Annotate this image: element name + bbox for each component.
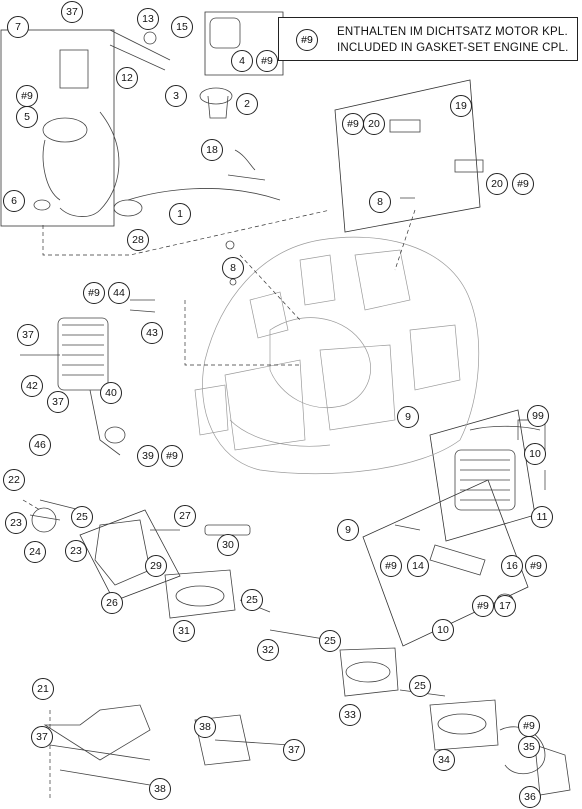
callout-35[interactable]: 35	[518, 736, 540, 758]
note-text-english: INCLUDED IN GASKET-SET ENGINE CPL.	[337, 42, 569, 54]
callout-25[interactable]: 25	[241, 589, 263, 611]
callout-3[interactable]: 3	[165, 85, 187, 107]
group-frame-left-mid	[79, 509, 181, 602]
callout-32[interactable]: 32	[257, 639, 279, 661]
callout-19[interactable]: 19	[450, 95, 472, 117]
callout-13[interactable]: 13	[137, 8, 159, 30]
callout-2[interactable]: 2	[236, 93, 258, 115]
callout-38[interactable]: 38	[149, 778, 171, 800]
callout-43[interactable]: 43	[141, 322, 163, 344]
callout-40[interactable]: 40	[100, 382, 122, 404]
group-frame-left-top	[0, 29, 115, 227]
callout-25[interactable]: 25	[71, 506, 93, 528]
callout-1[interactable]: 1	[169, 203, 191, 225]
callout-18[interactable]: 18	[201, 139, 223, 161]
callout-26[interactable]: 26	[101, 592, 123, 614]
callout-46[interactable]: 46	[29, 434, 51, 456]
callout-39[interactable]: 39	[137, 445, 159, 467]
group-frame-upper-right	[334, 79, 481, 233]
callout-99[interactable]: 99	[527, 405, 549, 427]
callout-37[interactable]: 37	[61, 1, 83, 23]
callout-7[interactable]: 7	[7, 16, 29, 38]
callout-14[interactable]: 14	[407, 555, 429, 577]
callout-37[interactable]: 37	[31, 726, 53, 748]
callout-44[interactable]: 44	[108, 282, 130, 304]
callout-20[interactable]: 20	[486, 173, 508, 195]
callout-42[interactable]: 42	[21, 375, 43, 397]
callout-23[interactable]: 23	[5, 512, 27, 534]
callout-25[interactable]: 25	[319, 630, 341, 652]
callout-4[interactable]: 4	[231, 50, 253, 72]
callout-37[interactable]: 37	[47, 391, 69, 413]
group-frame-right-mid	[429, 409, 536, 542]
callout-hash-9[interactable]: #9	[472, 595, 494, 617]
callout-23[interactable]: 23	[65, 540, 87, 562]
gasket-set-note: #9 ENTHALTEN IM DICHTSATZ MOTOR KPL. INC…	[278, 17, 578, 61]
callout-30[interactable]: 30	[217, 534, 239, 556]
callout-hash-9[interactable]: #9	[83, 282, 105, 304]
callout-11[interactable]: 11	[531, 506, 553, 528]
callout-20[interactable]: 20	[363, 113, 385, 135]
callout-9[interactable]: 9	[337, 519, 359, 541]
part-sketches	[20, 17, 571, 796]
callout-17[interactable]: 17	[494, 595, 516, 617]
callout-27[interactable]: 27	[174, 505, 196, 527]
callout-hash-9[interactable]: #9	[380, 555, 402, 577]
callout-25[interactable]: 25	[409, 675, 431, 697]
callout-9[interactable]: 9	[397, 406, 419, 428]
callout-28[interactable]: 28	[127, 229, 149, 251]
note-text-german: ENTHALTEN IM DICHTSATZ MOTOR KPL.	[337, 26, 568, 38]
callout-hash-9[interactable]: #9	[512, 173, 534, 195]
callout-31[interactable]: 31	[173, 620, 195, 642]
leader-lines	[400, 197, 546, 490]
callout-24[interactable]: 24	[24, 541, 46, 563]
callout-38[interactable]: 38	[194, 716, 216, 738]
callout-37[interactable]: 37	[283, 739, 305, 761]
callout-22[interactable]: 22	[3, 469, 25, 491]
callout-15[interactable]: 15	[171, 16, 193, 38]
callout-12[interactable]: 12	[116, 67, 138, 89]
callout-36[interactable]: 36	[519, 786, 541, 808]
callout-6[interactable]: 6	[3, 190, 25, 212]
callout-16[interactable]: 16	[501, 555, 523, 577]
callout-10[interactable]: 10	[524, 443, 546, 465]
callout-33[interactable]: 33	[339, 704, 361, 726]
callout-37[interactable]: 37	[17, 324, 39, 346]
callout-hash-9[interactable]: #9	[16, 85, 38, 107]
callout-29[interactable]: 29	[145, 555, 167, 577]
group-frame-right-lower	[362, 479, 529, 647]
callout-hash-9[interactable]: #9	[161, 445, 183, 467]
callout-5[interactable]: 5	[16, 106, 38, 128]
callout-8[interactable]: 8	[222, 257, 244, 279]
callout-34[interactable]: 34	[433, 749, 455, 771]
callout-hash-9[interactable]: #9	[525, 555, 547, 577]
note-reference-badge: #9	[296, 29, 318, 51]
callout-10[interactable]: 10	[432, 619, 454, 641]
group-frame-top-center	[204, 11, 284, 76]
callout-hash-9[interactable]: #9	[342, 113, 364, 135]
callout-hash-9[interactable]: #9	[256, 50, 278, 72]
callout-hash-9[interactable]: #9	[518, 715, 540, 737]
callout-21[interactable]: 21	[32, 678, 54, 700]
leader-lines-dashed	[22, 209, 416, 800]
callout-8[interactable]: 8	[369, 191, 391, 213]
